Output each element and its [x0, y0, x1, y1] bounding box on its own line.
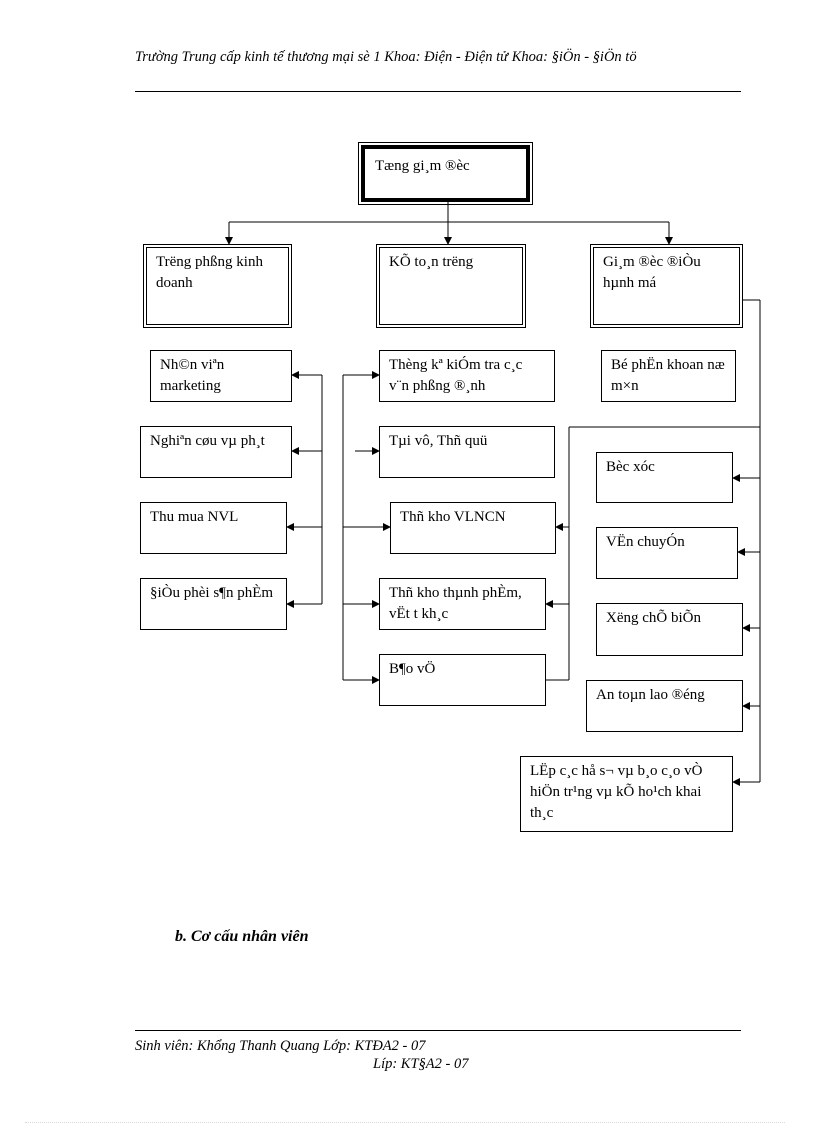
left-item-2-box: Nghiªn cøu vµ ph¸t — [140, 426, 292, 478]
left-item-1-label: Nh©n viªn marketing — [160, 357, 225, 394]
right-item-4-label: An toµn lao ®éng — [596, 687, 705, 703]
left-item-2-label: Nghiªn cøu vµ ph¸t — [150, 433, 265, 449]
center-item-4-box: Thñ kho thµnh phÈm, vËt t­ kh¸c — [379, 578, 546, 630]
footer-rule — [135, 1030, 741, 1031]
left-item-4-box: §iÒu phèi s¶n phÈm — [140, 578, 287, 630]
mine-director-label: Gi¸m ®èc ®iÒu hµnh má — [603, 254, 701, 291]
drilling-blasting-box: Bé phËn khoan næ m×n — [601, 350, 736, 402]
left-item-4-label: §iÒu phèi s¶n phÈm — [150, 585, 274, 601]
right-item-3-box: X­ëng chÕ biÕn — [596, 603, 743, 656]
right-item-1-label: Bèc xóc — [606, 459, 655, 475]
left-item-3-box: Thu mua NVL — [140, 502, 287, 554]
center-item-3-label: Thñ kho VLNCN — [400, 509, 506, 525]
right-item-5-label: LËp c¸c hå s¬ vµ b¸o c¸o vÒ hiÖn tr¹ng v… — [530, 763, 703, 821]
sales-manager-box: Tr­ëng phßng kinh doanh — [143, 244, 292, 328]
center-item-2-box: Tµi vô, Thñ quü — [379, 426, 555, 478]
center-item-1-label: Thèng kª kiÓm tra c¸c v¨n phßng ®¸nh — [389, 357, 523, 394]
mine-director-box: Gi¸m ®èc ®iÒu hµnh má — [590, 244, 743, 328]
drilling-blasting-label: Bé phËn khoan næ m×n — [611, 357, 725, 394]
chief-accountant-box: KÕ to¸n tr­ëng — [376, 244, 526, 328]
right-item-4-box: An toµn lao ®éng — [586, 680, 743, 732]
center-item-5-box: B¶o vÖ — [379, 654, 546, 706]
sales-manager-label: Tr­ëng phßng kinh doanh — [156, 254, 263, 291]
footer-student-line: Sinh viên: Khổng Thanh Quang Lớp: KTĐA2 … — [135, 1038, 426, 1054]
footer-class-line: Líp: KT§A2 - 07 — [373, 1056, 469, 1072]
right-item-1-box: Bèc xóc — [596, 452, 733, 503]
left-item-1-box: Nh©n viªn marketing — [150, 350, 292, 402]
center-item-1-box: Thèng kª kiÓm tra c¸c v¨n phßng ®¸nh — [379, 350, 555, 402]
center-item-4-label: Thñ kho thµnh phÈm, vËt t­ kh¸c — [389, 585, 522, 622]
center-item-5-label: B¶o vÖ — [389, 661, 436, 677]
right-item-3-label: X­ëng chÕ biÕn — [606, 610, 701, 626]
section-title: b. Cơ cấu nhân viên — [175, 928, 309, 945]
chief-accountant-label: KÕ to¸n tr­ëng — [389, 254, 474, 270]
general-director-box: Tæng gi¸m ®èc — [358, 142, 533, 205]
center-item-3-box: Thñ kho VLNCN — [390, 502, 556, 554]
page-header: Trường Trung cấp kinh tế thương mại sè 1… — [135, 49, 637, 65]
right-item-5-box: LËp c¸c hå s¬ vµ b¸o c¸o vÒ hiÖn tr¹ng v… — [520, 756, 733, 832]
general-director-label: Tæng gi¸m ®èc — [375, 158, 470, 174]
center-item-2-label: Tµi vô, Thñ quü — [389, 433, 488, 449]
right-item-2-box: VËn chuyÓn — [596, 527, 738, 579]
header-rule — [135, 91, 741, 92]
right-item-2-label: VËn chuyÓn — [606, 534, 685, 550]
left-item-3-label: Thu mua NVL — [150, 509, 239, 525]
